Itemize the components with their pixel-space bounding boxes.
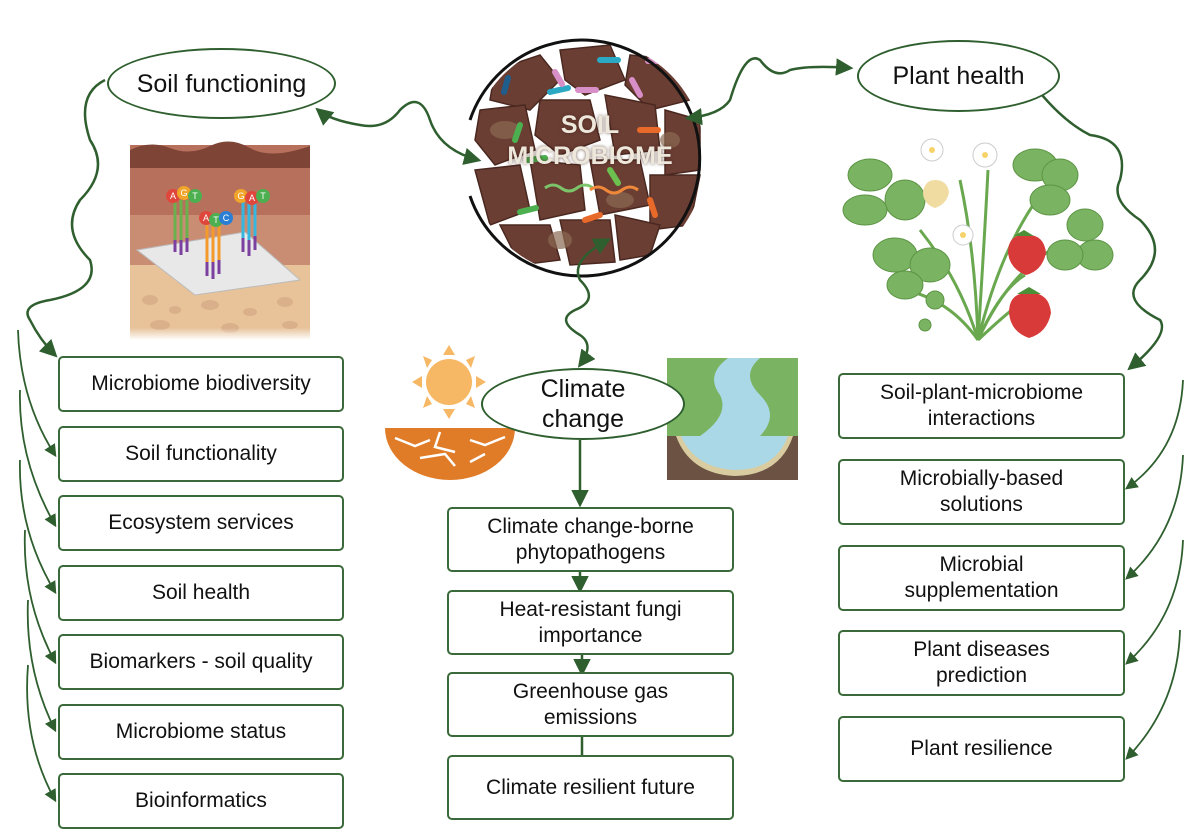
connector-microbiome-to-plant-health <box>684 57 854 126</box>
soil-item-box: Soil health <box>58 565 344 621</box>
soil-microbiome-label: SOIL MICROBIOME <box>490 110 690 172</box>
climate-item-box: Greenhouse gas emissions <box>447 672 734 737</box>
climate-item-box: Climate resilient future <box>447 755 734 820</box>
plant-item-box: Microbial supplementation <box>838 545 1125 611</box>
climate-item-box: Climate change-borne phytopathogens <box>447 507 734 572</box>
connector-microbiome-to-soil-functioning <box>315 100 482 165</box>
left-list-connectors <box>17 329 57 803</box>
node-soil-functioning: Soil functioning <box>107 48 336 119</box>
dna-base-label: T <box>192 191 198 201</box>
soil-item-box: Microbiome biodiversity <box>58 356 344 412</box>
right-list-connectors <box>1124 379 1184 760</box>
dna-base-label: T <box>213 215 219 225</box>
connector-plant-health-branch <box>1029 79 1164 371</box>
node-climate-change-label-line2: change <box>541 405 625 433</box>
strawberry-plant-illustration <box>842 138 1114 342</box>
dna-base-label: G <box>237 191 244 201</box>
connector-soil-functioning-branch <box>26 78 106 358</box>
plant-item-box: Soil-plant-microbiome interactions <box>838 373 1125 439</box>
soil-item-box: Microbiome status <box>58 704 344 760</box>
dna-base-label: T <box>260 191 266 201</box>
dna-base-label: C <box>223 213 230 223</box>
plant-item-box: Plant diseases prediction <box>838 630 1125 696</box>
node-climate-change: Climate change <box>481 368 685 440</box>
dna-base-label: A <box>203 213 209 223</box>
plant-item-box: Microbially-based solutions <box>838 459 1125 525</box>
soil-dna-illustration: A G T A T C G A T <box>130 141 310 340</box>
climate-item-box: Heat-resistant fungi importance <box>447 590 734 655</box>
node-plant-health: Plant health <box>857 40 1060 112</box>
node-plant-health-label: Plant health <box>892 62 1025 90</box>
node-climate-change-label-line1: Climate <box>540 375 626 403</box>
soil-microbiome-label-line1: SOIL <box>560 111 620 139</box>
river-landscape-icon <box>667 358 798 480</box>
connector-microbiome-to-climate <box>565 238 612 368</box>
node-soil-functioning-label: Soil functioning <box>136 69 307 98</box>
dna-base-label: A <box>249 193 255 203</box>
soil-item-box: Soil functionality <box>58 426 344 482</box>
soil-item-box: Ecosystem services <box>58 495 344 551</box>
soil-item-box: Bioinformatics <box>58 773 344 829</box>
soil-item-box: Biomarkers - soil quality <box>58 634 344 690</box>
dna-base-label: G <box>180 188 187 198</box>
drought-sun-icon <box>385 345 515 480</box>
soil-microbiome-illustration <box>468 38 705 278</box>
dna-base-label: A <box>170 191 176 201</box>
plant-item-box: Plant resilience <box>838 716 1125 782</box>
soil-microbiome-label-line2: MICROBIOME <box>507 142 673 170</box>
